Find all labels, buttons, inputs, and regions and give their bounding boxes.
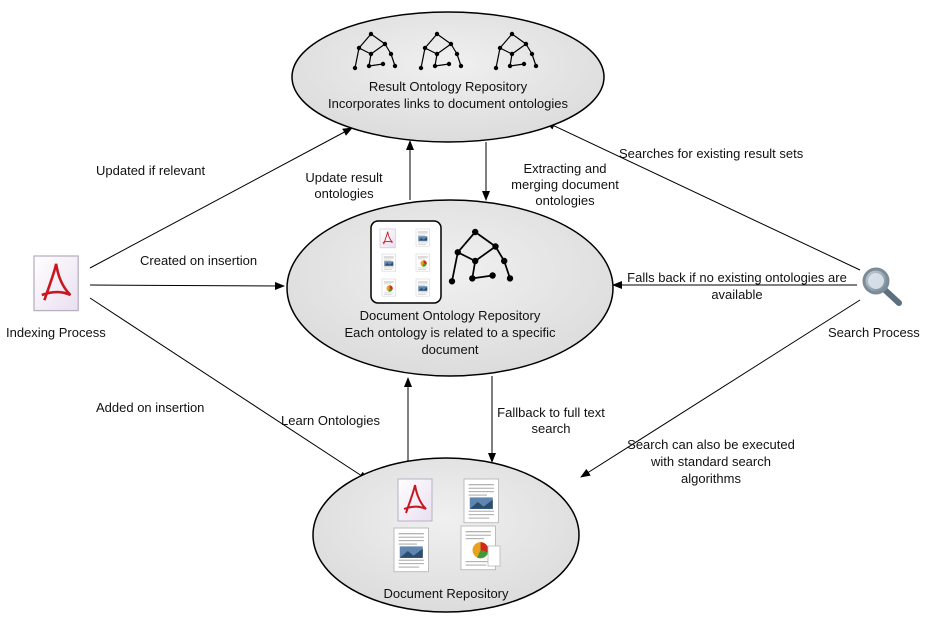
edge-label-learn-ontologies: Learn Ontologies [281, 413, 381, 428]
edge-label-fallback-full-1: Fallback to full text [497, 405, 605, 420]
doc-ontology-repo-desc-2: document [421, 342, 479, 357]
edge-label-falls-back-1: Falls back if no existing ontologies are [627, 270, 847, 285]
result-repo-subtitle: Incorporates links to document ontologie… [328, 96, 568, 111]
edge-label-updated-if-relevant: Updated if relevant [96, 163, 206, 178]
edge-label-falls-back-2: available [711, 287, 763, 302]
pdf-icon [32, 254, 80, 312]
edge-label-searches-existing: Searches for existing result sets [619, 146, 804, 161]
pdf-document-icon [397, 478, 433, 522]
doc-ontology-repo-title: Document Ontology Repository [359, 308, 541, 323]
edge-label-created-on-insertion: Created on insertion [140, 253, 258, 268]
edge-label-extracting-2: merging document [511, 177, 619, 192]
document-repo-title: Document Repository [383, 586, 509, 601]
magnifier-icon [862, 267, 902, 306]
document-ontology-repository-node [286, 199, 614, 377]
edge-label-search-standard-2: with standard search [651, 454, 771, 469]
edge-added-on-insertion [89, 297, 369, 481]
edge-updated-if-relevant [89, 127, 353, 269]
edge-label-extracting-1: Extracting and [523, 161, 607, 176]
edge-created-on-insertion [89, 281, 285, 290]
edge-label-search-standard-1: Search can also be executed [627, 437, 795, 452]
edge-label-update-result-1: Update result [305, 170, 383, 185]
doc-ontology-repo-desc-1: Each ontology is related to a specific [344, 325, 556, 340]
document-thumbnail-icon [463, 478, 500, 524]
document-repository-node [312, 457, 580, 613]
result-ontology-repository-node [291, 11, 605, 143]
edge-label-added-on-insertion: Added on insertion [96, 400, 205, 415]
document-thumbnail-icon [393, 527, 430, 573]
edge-label-fallback-full-2: search [531, 421, 571, 436]
edge-label-update-result-2: ontologies [314, 186, 374, 201]
edges [89, 121, 861, 481]
edge-label-extracting-3: ontologies [535, 193, 595, 208]
search-process-label: Search Process [828, 325, 920, 340]
edge-search-standard [580, 299, 861, 478]
edge-searches-existing [545, 121, 861, 271]
indexing-process-label: Indexing Process [6, 325, 106, 340]
edge-label-search-standard-3: algorithms [681, 471, 741, 486]
result-repo-title: Result Ontology Repository [368, 79, 528, 94]
